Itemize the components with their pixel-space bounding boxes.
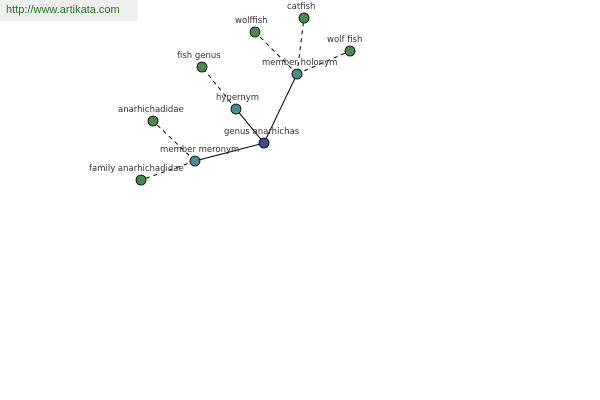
label-wolffish[interactable]: wolffish — [235, 16, 268, 26]
node-fish-genus[interactable] — [196, 61, 208, 73]
node-catfish[interactable] — [298, 12, 310, 24]
edge-member-holonym-wolf-fish — [296, 50, 351, 75]
url-banner[interactable]: http://www.artikata.com — [0, 0, 138, 21]
node-wolf-fish[interactable] — [344, 45, 356, 57]
node-genus-anarhichas[interactable] — [258, 137, 270, 149]
edge-genus-anarhichas-member-holonym — [263, 73, 298, 144]
node-wolffish[interactable] — [249, 26, 261, 38]
label-wolf-fish[interactable]: wolf fish — [327, 35, 362, 45]
label-member-meronym[interactable]: member meronym — [160, 145, 239, 155]
edge-member-meronym-family-anarhichadidae — [140, 160, 196, 181]
edge-member-holonym-wolffish — [254, 31, 298, 75]
graph-edges — [140, 17, 351, 181]
label-catfish[interactable]: catfish — [287, 2, 315, 12]
edge-genus-anarhichas-hypernym — [235, 108, 265, 144]
node-member-holonym[interactable] — [291, 68, 303, 80]
node-hypernym[interactable] — [230, 103, 242, 115]
graph-nodes — [135, 12, 356, 186]
label-hypernym[interactable]: hypernym — [216, 93, 259, 103]
node-member-meronym[interactable] — [189, 155, 201, 167]
label-member-holonym[interactable]: member holonym — [262, 58, 337, 68]
label-family-anarhichadidae[interactable]: family anarhichadidae — [89, 164, 184, 174]
edge-member-meronym-anarhichadidae — [152, 120, 196, 162]
graph-labels: genus anarhichas hypernym fish genus member… — [89, 2, 362, 174]
label-fish-genus[interactable]: fish genus — [177, 51, 221, 61]
edge-genus-anarhichas-member-meronym — [194, 142, 265, 162]
node-anarhichadidae[interactable] — [147, 115, 159, 127]
label-genus-anarhichas[interactable]: genus anarhichas — [224, 127, 300, 137]
edge-hypernym-fish-genus — [201, 66, 237, 110]
label-anarhichadidae[interactable]: anarhichadidae — [118, 105, 184, 115]
edge-member-holonym-catfish — [296, 17, 305, 75]
node-family-anarhichadidae[interactable] — [135, 174, 147, 186]
